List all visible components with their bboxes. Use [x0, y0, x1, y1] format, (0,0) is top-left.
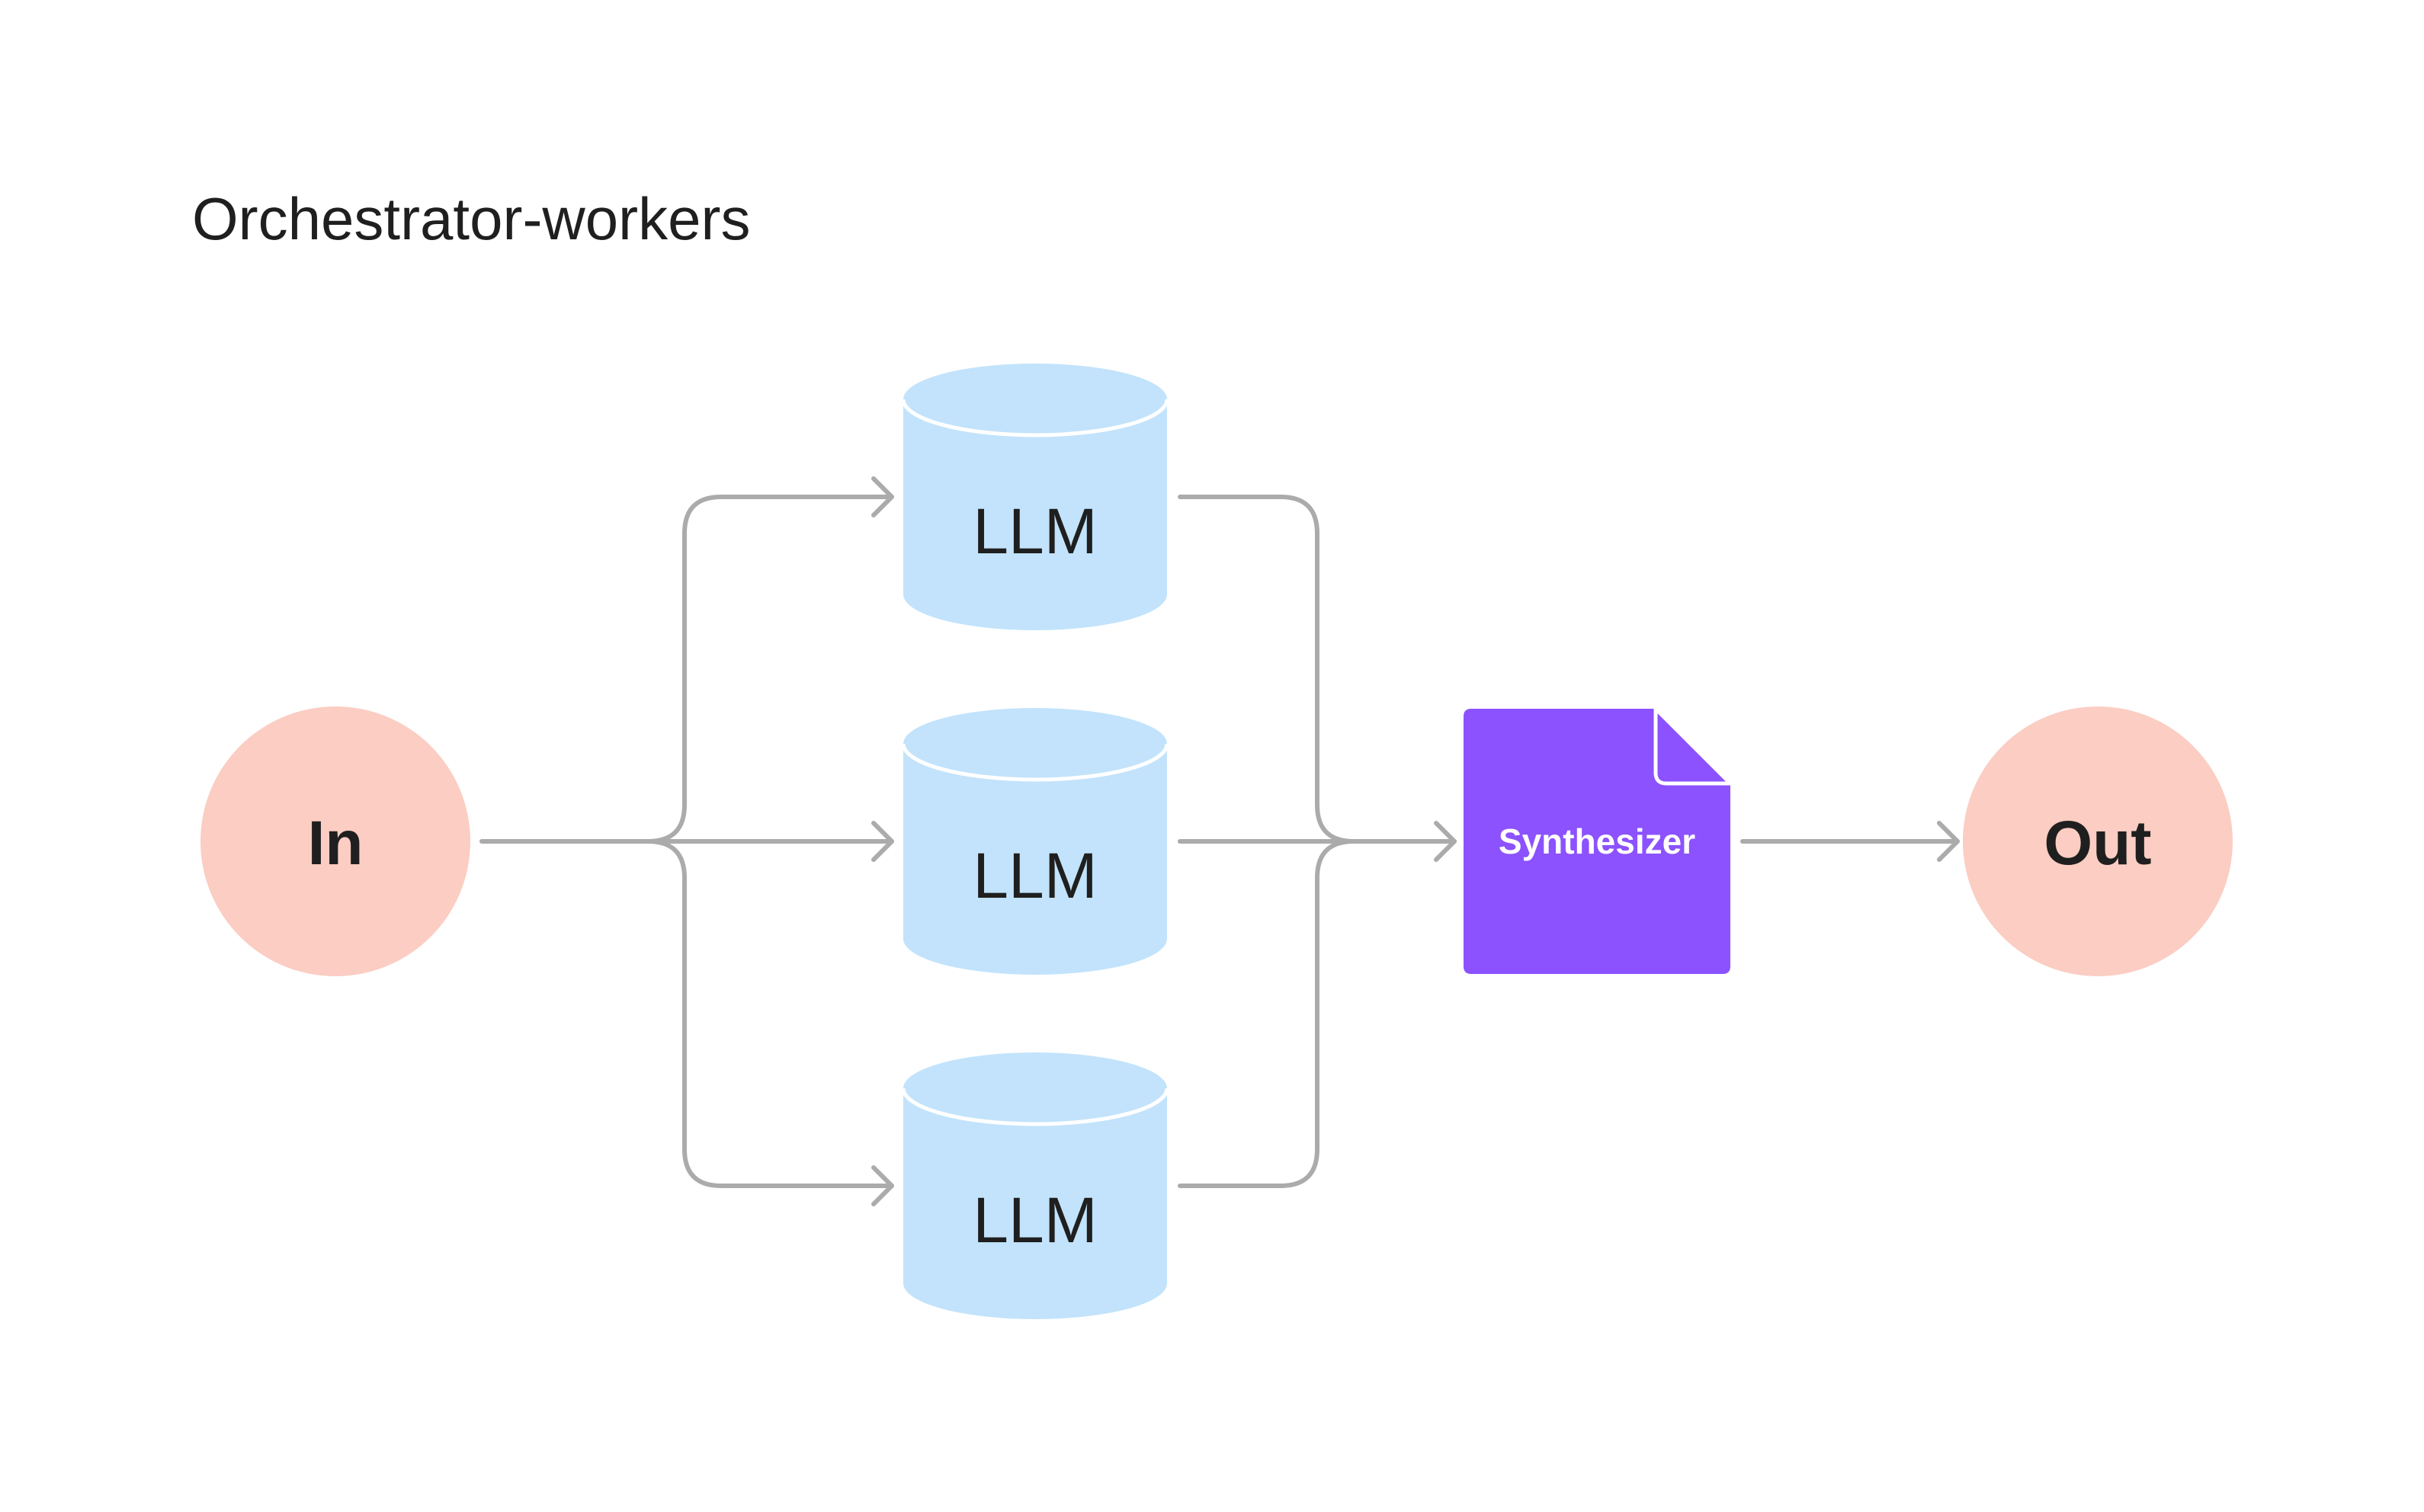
node-synthesizer: Synthesizer — [1464, 706, 1733, 974]
edge-in-to-llm-3 — [646, 839, 894, 1188]
node-out: Out — [1963, 706, 2233, 976]
in-circle — [200, 706, 470, 976]
edges-in-to-workers — [479, 476, 894, 1206]
edge-llm-3-to-synthesizer — [1178, 839, 1356, 1188]
edges-workers-to-synthesizer — [1178, 495, 1457, 1188]
edge-synthesizer-to-out-group — [1740, 821, 1960, 862]
out-label: Out — [2044, 809, 2151, 878]
cylinder-top — [903, 364, 1167, 435]
edge-llm-1-to-synthesizer — [1178, 495, 1457, 844]
node-in: In — [200, 706, 470, 976]
arrowhead-synthesizer — [1434, 821, 1457, 862]
out-circle — [1963, 706, 2233, 976]
synthesizer-label: Synthesizer — [1499, 822, 1695, 861]
cylinder-top — [903, 708, 1167, 780]
cylinder-rim — [901, 399, 1169, 437]
cylinder-body — [903, 744, 1167, 975]
cylinder-body — [903, 399, 1167, 630]
edge-in-to-llm-1 — [479, 495, 894, 844]
arrowhead-llm-3 — [871, 1165, 894, 1206]
worker-label: LLM — [973, 1184, 1097, 1256]
document-fold — [1653, 706, 1733, 786]
worker-label: LLM — [973, 495, 1097, 567]
worker-llm-3: LLM — [901, 1052, 1169, 1319]
worker-llm-1: LLM — [901, 364, 1169, 630]
in-label: In — [308, 809, 364, 878]
arrowhead-llm-1 — [871, 476, 894, 517]
arrowhead-out — [1937, 821, 1960, 862]
worker-llm-2: LLM — [901, 708, 1169, 975]
worker-label: LLM — [973, 840, 1097, 911]
cylinder-top — [903, 1052, 1167, 1124]
cylinder-rim — [901, 743, 1169, 782]
diagram-title: Orchestrator-workers — [192, 185, 750, 252]
arrowhead-llm-2 — [871, 821, 894, 862]
cylinder-rim — [901, 1088, 1169, 1126]
cylinder-body — [903, 1088, 1167, 1319]
